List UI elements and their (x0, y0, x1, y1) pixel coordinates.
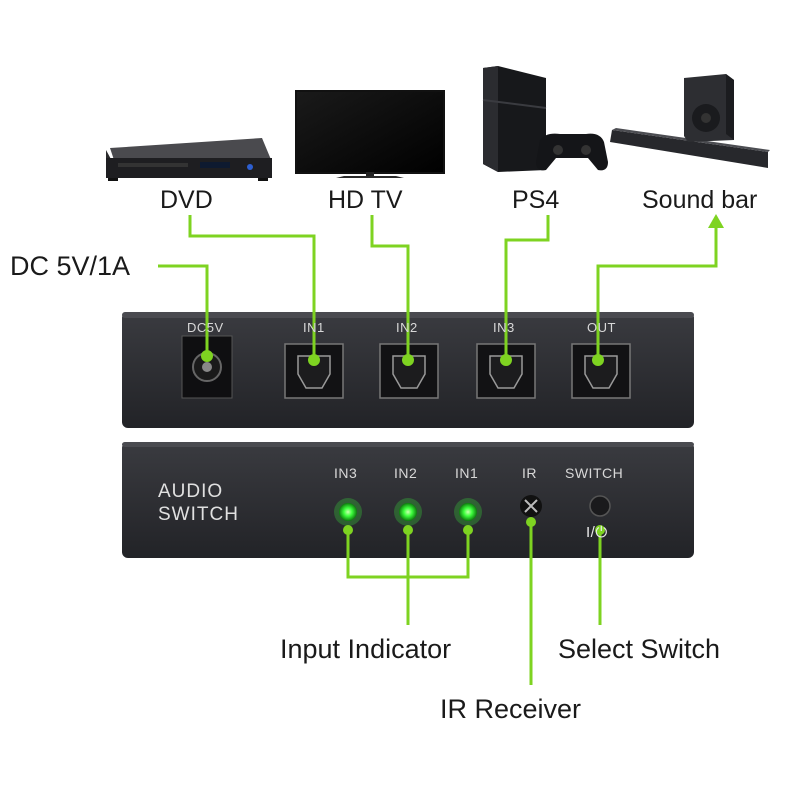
ir-receiver-label: IR Receiver (440, 694, 582, 724)
brand-line-2: SWITCH (158, 504, 239, 525)
indicator-label-in2: IN2 (394, 465, 418, 481)
port-label-in1: IN1 (303, 320, 325, 335)
arrow-head-icon (708, 214, 724, 228)
port-label-in2: IN2 (396, 320, 418, 335)
led-in2 (394, 498, 422, 526)
port-label-in3: IN3 (493, 320, 515, 335)
led-in1 (454, 498, 482, 526)
connector-lines (158, 215, 718, 685)
dvd-player-icon (106, 138, 272, 181)
dvd-label: DVD (160, 186, 213, 214)
ps4-label: PS4 (512, 186, 560, 214)
indicator-label-in3: IN3 (334, 465, 358, 481)
soundbar-label: Sound bar (642, 186, 758, 214)
ir-receiver-icon (520, 495, 542, 517)
select-switch-label: Select Switch (558, 634, 721, 664)
input-indicator-label: Input Indicator (280, 634, 452, 664)
subwoofer-icon (684, 74, 734, 142)
tv-icon (295, 90, 445, 178)
port-label-dc5v: DC5V (187, 320, 224, 335)
brand-line-1: AUDIO (158, 481, 224, 502)
dc-jack (181, 335, 233, 399)
connector-dots (201, 350, 605, 535)
tv-label: HD TV (328, 186, 403, 214)
switch-label: SWITCH (565, 465, 624, 481)
optical-port-out (571, 343, 631, 399)
ir-label: IR (522, 465, 537, 481)
ps4-console-icon (482, 66, 547, 172)
ps4-controller-icon (536, 133, 608, 171)
power-label: DC 5V/1A (10, 251, 131, 281)
led-in3 (334, 498, 362, 526)
port-label-out: OUT (587, 320, 616, 335)
front-panel (122, 442, 694, 558)
power-switch-symbol: I/⏻ (586, 524, 608, 541)
select-switch-button[interactable] (589, 495, 611, 517)
indicator-label-in1: IN1 (455, 465, 479, 481)
